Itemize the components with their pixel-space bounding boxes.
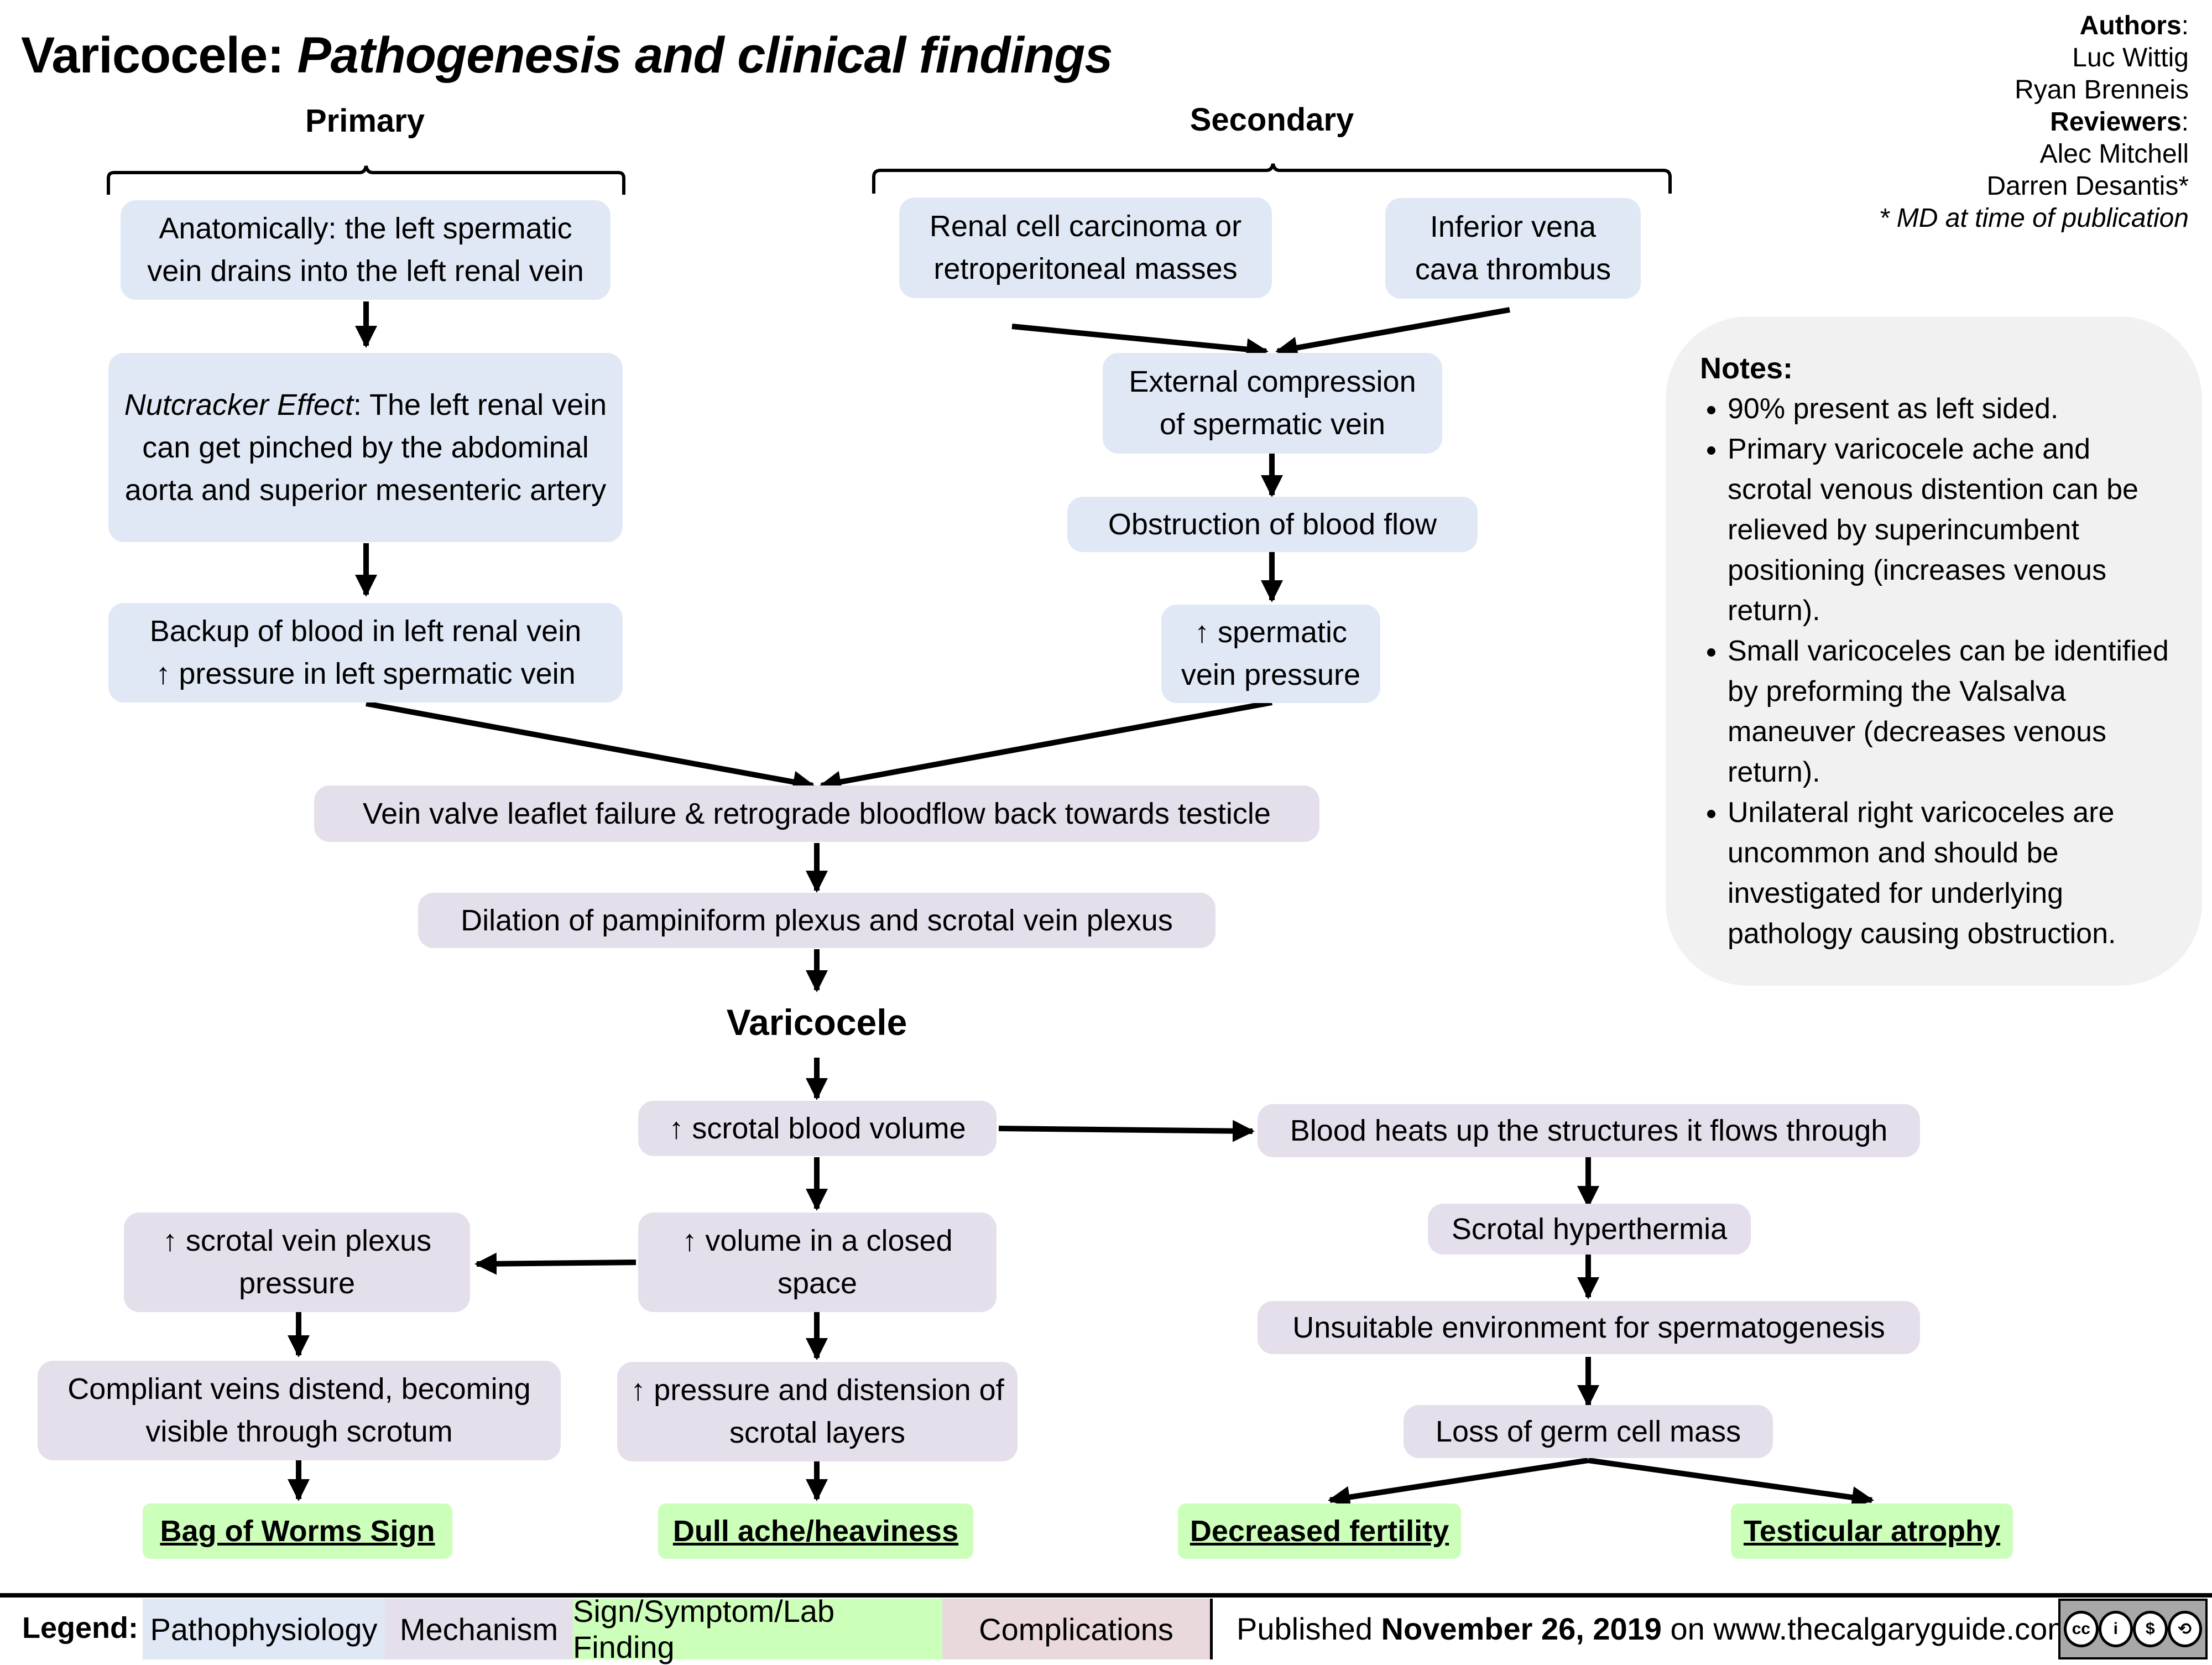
page-title: Varicocele: Pathogenesis and clinical fi… [21, 27, 1113, 85]
footer-divider [0, 1593, 2212, 1598]
cc-icon: cc [2064, 1611, 2099, 1647]
closed-space-box: ↑ volume in a closed space [638, 1213, 997, 1312]
dull-ache-box: Dull ache/heaviness [658, 1503, 973, 1559]
arrow [474, 1252, 637, 1275]
note-item: Primary varicocele ache and scrotal veno… [1728, 429, 2180, 631]
obstruction-box: Obstruction of blood flow [1067, 497, 1478, 552]
publication-info: Published November 26, 2019 on www.theca… [1237, 1611, 2073, 1647]
arrow [1588, 1458, 1874, 1508]
nc-icon: $ [2133, 1611, 2168, 1647]
published-date: November 26, 2019 [1381, 1611, 1662, 1646]
credits-footnote: * MD at time of publication [1879, 204, 2189, 233]
backup-line2: ↑ pressure in left spermatic vein [155, 657, 576, 690]
external-compression-box: External compression of spermatic vein [1103, 353, 1442, 454]
reviewer: Darren Desantis* [1986, 171, 2189, 201]
secondary-heading: Secondary [1190, 102, 1354, 138]
note-item: Small varicoceles can be identified by p… [1728, 631, 2180, 793]
sa-icon: ⟲ [2167, 1611, 2202, 1647]
backup-line1: Backup of blood in left renal vein [149, 615, 582, 648]
nutcracker-label: Nutcracker Effect [124, 388, 353, 422]
dilation-box: Dilation of pampiniform plexus and scrot… [418, 893, 1215, 948]
credits: Authors: Luc Wittig Ryan Brenneis Review… [1879, 11, 2189, 233]
arrow [1275, 307, 1510, 359]
published-prefix: Published [1237, 1611, 1373, 1646]
plexus-pressure-box: ↑ scrotal vein plexus pressure [124, 1213, 470, 1312]
cc-license-badge[interactable]: cc i $ ⟲ [2058, 1599, 2208, 1659]
renal-mass-box: Renal cell carcinoma or retroperitoneal … [899, 197, 1272, 298]
reviewers-label: Reviewers [2050, 107, 2182, 137]
scrotal-blood-volume-box: ↑ scrotal blood volume [638, 1101, 997, 1156]
secondary-bracket [872, 163, 1672, 194]
published-suffix: on www.thecalgaryguide.com [1670, 1611, 2073, 1646]
germ-cell-loss-box: Loss of germ cell mass [1404, 1405, 1773, 1458]
note-item: 90% present as left sided. [1728, 389, 2180, 429]
varicocele-heading: Varicocele [726, 1002, 907, 1043]
spermatic-pressure-box: ↑ spermatic vein pressure [1161, 605, 1380, 703]
hyperthermia-box: Scrotal hyperthermia [1428, 1204, 1751, 1255]
legend-pathophysiology: Pathophysiology [143, 1599, 385, 1659]
authors-label: Authors [2079, 11, 2182, 40]
valve-failure-box: Vein valve leaflet failure & retrograde … [314, 785, 1319, 842]
backup-box: Backup of blood in left renal vein ↑ pre… [108, 603, 623, 703]
title-subtitle: Pathogenesis and clinical findings [297, 27, 1113, 84]
title-main: Varicocele: [21, 27, 284, 84]
ivc-thrombus-box: Inferior vena cava thrombus [1385, 198, 1641, 299]
by-icon: i [2098, 1611, 2133, 1647]
primary-heading: Primary [305, 103, 425, 139]
legend-complications: Complications [942, 1599, 1213, 1659]
arrow [998, 1120, 1255, 1142]
legend-mechanism: Mechanism [385, 1599, 573, 1659]
legend-sign-symptom: Sign/Symptom/Lab Finding [573, 1594, 942, 1664]
arrow [366, 701, 815, 793]
compliant-veins-box: Compliant veins distend, becoming visibl… [38, 1361, 561, 1460]
notes-panel: Notes: 90% present as left sided. Primar… [1666, 316, 2202, 986]
legend-label: Legend: [22, 1611, 138, 1645]
arrow [1328, 1458, 1589, 1508]
author: Ryan Brenneis [2015, 75, 2189, 105]
arrow [1011, 324, 1269, 361]
reviewer: Alec Mitchell [2039, 139, 2189, 169]
blood-heats-box: Blood heats up the structures it flows t… [1258, 1104, 1920, 1157]
nutcracker-text: : The left renal vein can get pinched by… [124, 388, 607, 507]
author: Luc Wittig [2072, 43, 2189, 72]
distension-box: ↑ pressure and distension of scrotal lay… [617, 1362, 1018, 1461]
nutcracker-box: Nutcracker Effect: The left renal vein c… [108, 353, 623, 542]
decreased-fertility-box: Decreased fertility [1178, 1503, 1461, 1559]
anatomy-box: Anatomically: the left spermatic vein dr… [121, 200, 611, 300]
bag-of-worms-box: Bag of Worms Sign [143, 1503, 452, 1559]
testicular-atrophy-box: Testicular atrophy [1731, 1503, 2013, 1559]
arrow [819, 700, 1272, 793]
unsuitable-environment-box: Unsuitable environment for spermatogenes… [1258, 1301, 1920, 1354]
note-item: Unilateral right varicoceles are uncommo… [1728, 793, 2180, 954]
primary-bracket [107, 165, 625, 195]
notes-heading: Notes: [1700, 352, 1793, 385]
